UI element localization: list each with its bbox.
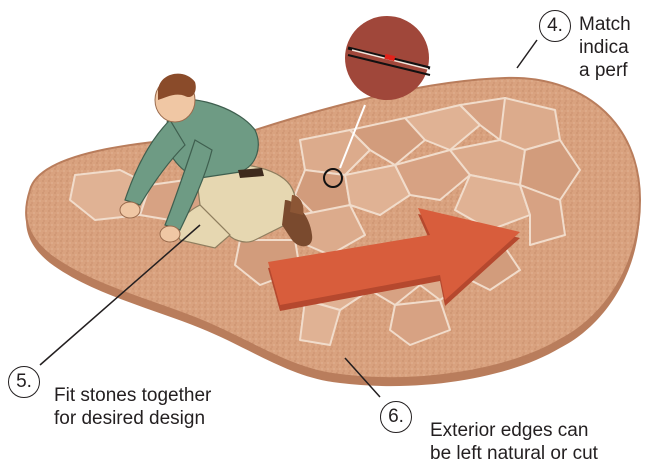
step-4-line-1: Match [579, 13, 646, 36]
step-number-badge: 4. [539, 10, 571, 42]
callout-step-6: 6. Exterior edges can be left natural or… [380, 401, 598, 465]
step-6-text: Exterior edges can be left natural or cu… [430, 419, 598, 465]
step-4-line-3: a perf [579, 59, 646, 82]
step-4-text: Match indica a perf [579, 13, 646, 82]
callout-step-5: 5. Fit stones together for desired desig… [8, 366, 211, 430]
step-6-line-2: be left natural or cut [430, 442, 598, 465]
step-5-line-1: Fit stones together [54, 384, 211, 407]
step-5-text: Fit stones together for desired design [54, 384, 211, 430]
step-4-line-2: indica [579, 36, 646, 59]
callout-step-4: 4. Match indica a perf [539, 10, 646, 82]
step-number-badge: 6. [380, 401, 412, 433]
step-6-line-1: Exterior edges can [430, 419, 598, 442]
leader-line-4 [517, 40, 537, 68]
step-5-line-2: for desired design [54, 407, 211, 430]
step-number-badge: 5. [8, 366, 40, 398]
